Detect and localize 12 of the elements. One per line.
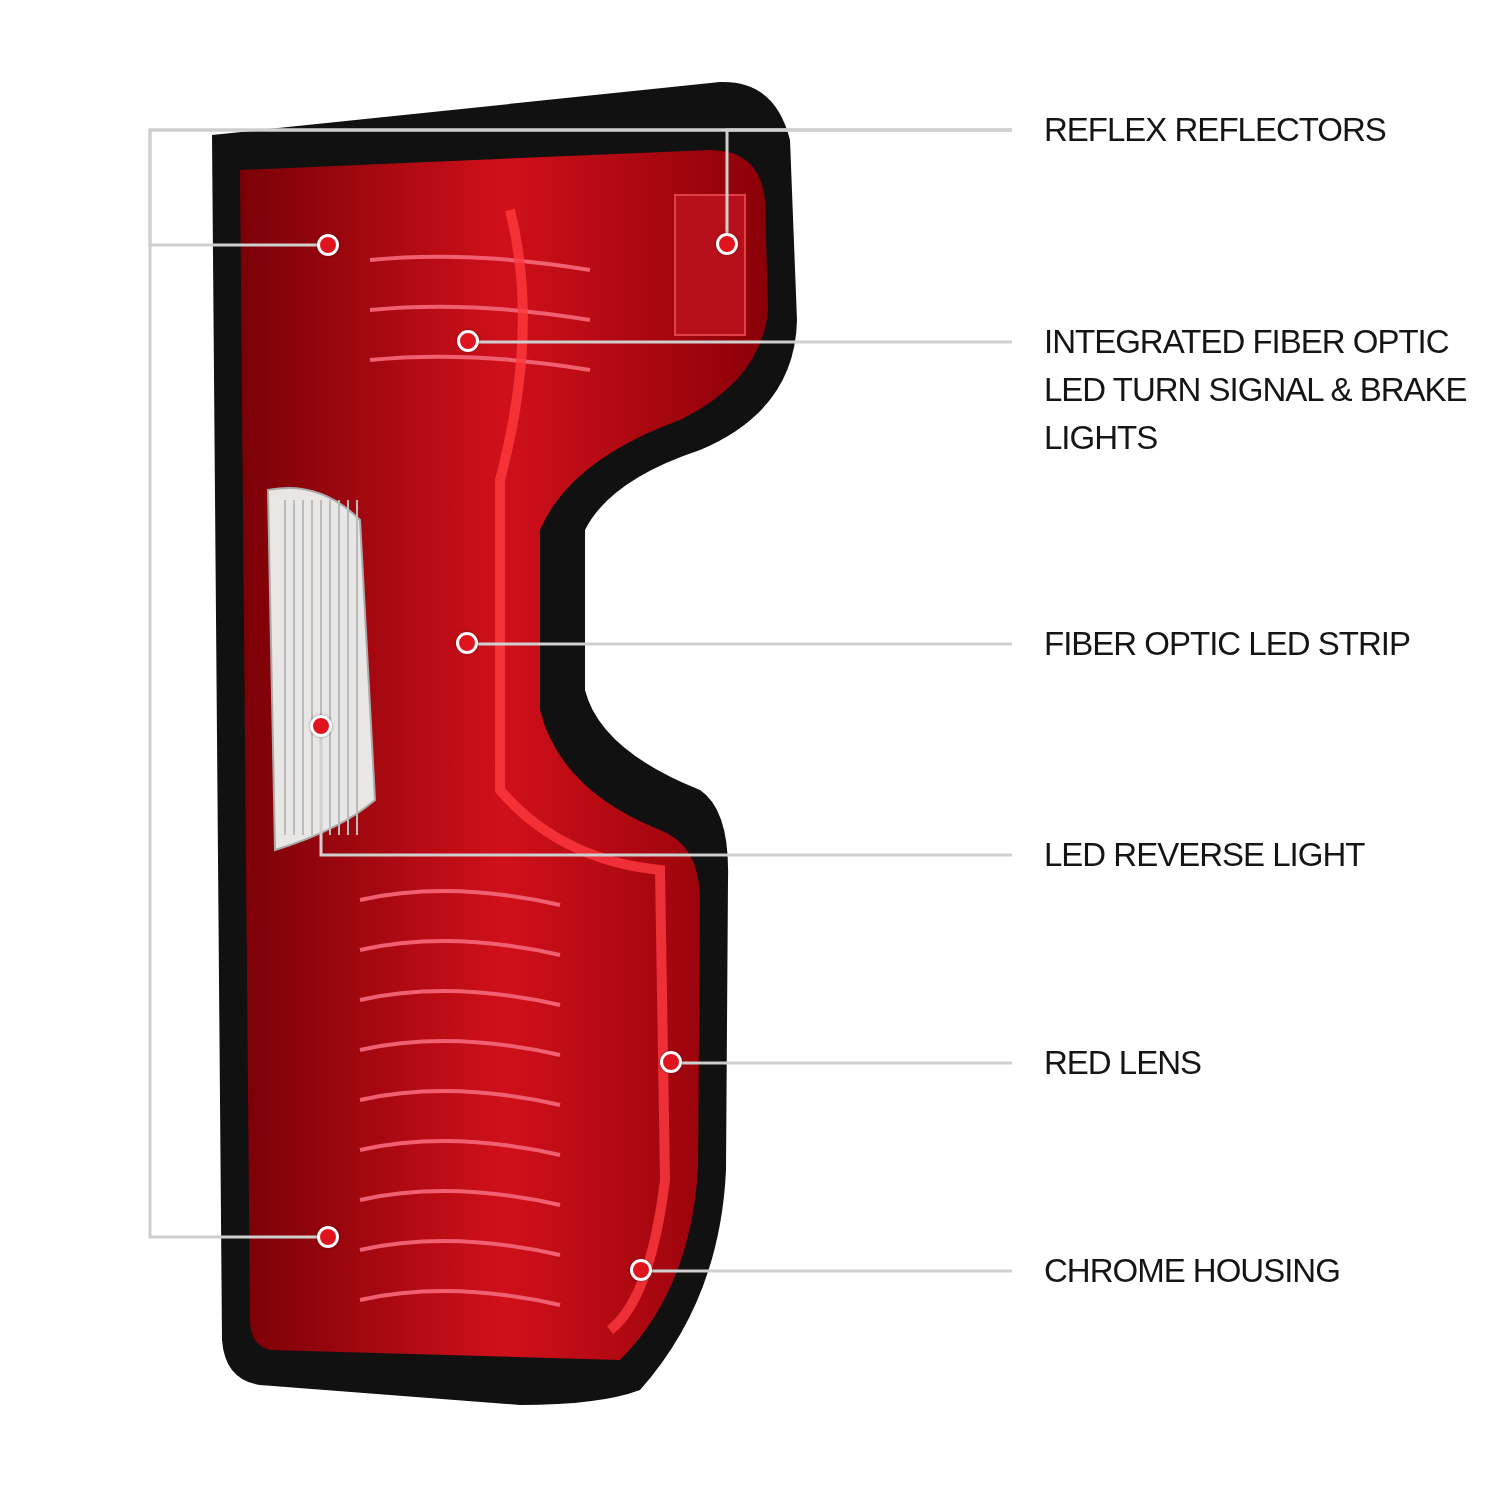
leader-line [652,1269,1012,1273]
leader-line [148,128,1012,1239]
leader-line [479,340,1012,344]
leader-line [319,737,1012,857]
callout-label: REFLEX REFLECTORS [1012,106,1472,154]
leader-line [478,642,1012,646]
callout-label: LED REVERSE LIGHT [1012,831,1472,879]
callout-label: RED LENS [1012,1039,1472,1087]
leader-line [682,1061,1012,1065]
callout-label: CHROME HOUSING [1012,1247,1472,1295]
callout-label: INTEGRATED FIBER OPTIC LED TURN SIGNAL & BRAKE LIGHTS [1012,318,1472,462]
callout-label: FIBER OPTIC LED STRIP [1012,620,1472,668]
